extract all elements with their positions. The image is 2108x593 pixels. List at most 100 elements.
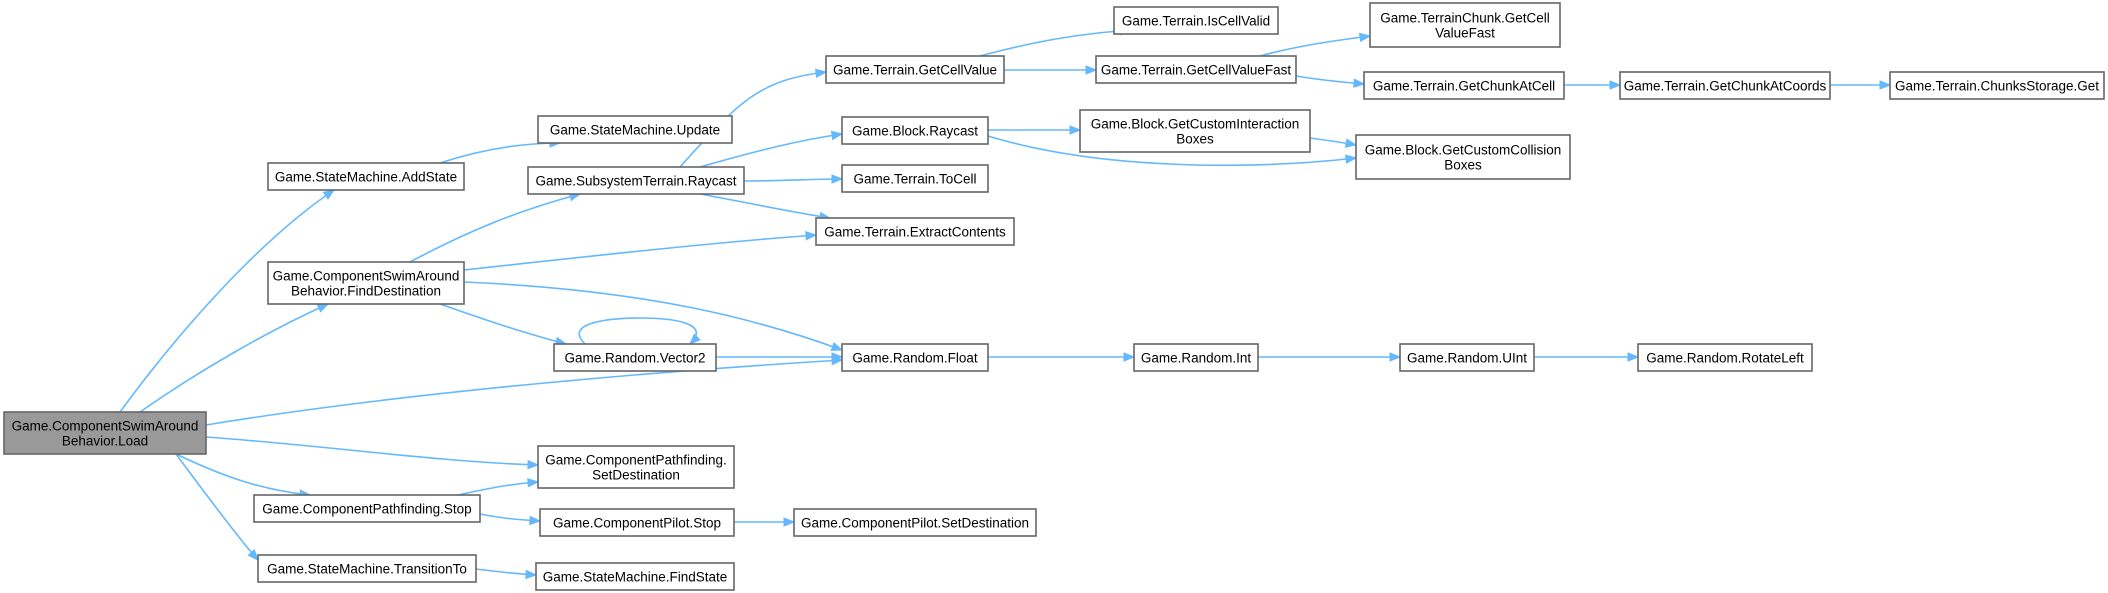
edge-line — [979, 29, 1131, 57]
edge-swim_finddest-to-t_extract — [463, 231, 818, 271]
node-t-getchunkatcell[interactable]: Game.Terrain.GetChunkAtCell — [1363, 71, 1565, 100]
node-t-tocell[interactable]: Game.Terrain.ToCell — [841, 164, 989, 193]
edge-b_raycast-to-b_getcustominteraction — [988, 125, 1082, 135]
node-label: Game.StateMachine.TransitionTo — [267, 562, 467, 577]
edge-line — [175, 453, 259, 561]
edge-swim_finddest-to-rnd_vector2 — [439, 303, 568, 346]
edge-line — [119, 189, 335, 413]
node-sm-addstate[interactable]: Game.StateMachine.AddState — [267, 162, 465, 191]
node-box — [553, 343, 717, 372]
node-st-raycast[interactable]: Game.SubsystemTerrain.Raycast — [527, 166, 745, 195]
node-label: Game.Random.UInt — [1407, 351, 1527, 366]
node-label: Game.StateMachine.FindState — [543, 570, 728, 585]
edge-line — [439, 142, 561, 164]
node-rnd-int[interactable]: Game.Random.Int — [1133, 343, 1259, 372]
arrowhead-icon — [814, 68, 828, 78]
node-label: Boxes — [1176, 132, 1214, 147]
node-label: Behavior.Load — [62, 434, 148, 449]
edge-swim_load-to-sm_addstate — [119, 189, 336, 413]
node-box — [535, 562, 735, 591]
edge-swim_load-to-rnd_float — [205, 355, 844, 426]
edge-line — [175, 453, 311, 496]
edge-st_raycast-to-t_extract — [699, 193, 832, 222]
arrowhead-icon — [689, 333, 701, 345]
node-box — [267, 261, 465, 305]
node-box — [841, 116, 989, 145]
node-box — [539, 508, 735, 537]
node-label: Game.Terrain.ChunksStorage.Get — [1895, 79, 2099, 94]
edge-swim_load-to-pf_stop — [175, 453, 312, 499]
node-label: ValueFast — [1435, 26, 1495, 41]
node-b-raycast[interactable]: Game.Block.Raycast — [841, 116, 989, 145]
node-box — [825, 55, 1005, 84]
node-label: Game.StateMachine.AddState — [275, 170, 457, 185]
node-pilot-setdest[interactable]: Game.ComponentPilot.SetDestination — [793, 508, 1037, 537]
edge-t_getcellvalue-to-t_iscellvalid — [979, 26, 1132, 57]
node-box — [815, 217, 1015, 246]
node-t-chunksstorage-get[interactable]: Game.Terrain.ChunksStorage.Get — [1889, 71, 2105, 100]
node-pf-stop[interactable]: Game.ComponentPathfinding.Stop — [253, 494, 481, 523]
node-sm-transitionto[interactable]: Game.StateMachine.TransitionTo — [257, 554, 477, 583]
node-label: Game.Terrain.ExtractContents — [824, 225, 1006, 240]
node-t-getcellvaluefast[interactable]: Game.Terrain.GetCellValueFast — [1095, 55, 1297, 84]
node-box — [537, 445, 735, 489]
node-label: Game.Random.RotateLeft — [1646, 351, 1804, 366]
edge-rnd_vector2-to-rnd_vector2 — [578, 317, 701, 345]
node-box — [1369, 2, 1561, 48]
edge-rnd_int-to-rnd_uint — [1258, 352, 1402, 362]
node-label: Game.Terrain.GetCellValue — [833, 63, 997, 78]
node-label: SetDestination — [592, 468, 680, 483]
edge-line — [987, 135, 1357, 167]
edge-line — [205, 436, 539, 466]
node-box — [253, 494, 481, 523]
arrowhead-icon — [1358, 32, 1372, 43]
node-rnd-rotateleft[interactable]: Game.Random.RotateLeft — [1637, 343, 1813, 372]
node-label: Game.Random.Int — [1141, 351, 1252, 366]
node-label: Game.Block.Raycast — [852, 124, 978, 139]
node-t-extract[interactable]: Game.Terrain.ExtractContents — [815, 217, 1015, 246]
node-pilot-stop[interactable]: Game.ComponentPilot.Stop — [539, 508, 735, 537]
arrowhead-icon — [830, 341, 844, 351]
node-label: Game.ComponentSwimAround — [12, 419, 199, 434]
node-label: Game.ComponentPathfinding. — [545, 453, 727, 468]
node-t-iscellvalid[interactable]: Game.Terrain.IsCellValid — [1113, 6, 1279, 35]
edge-line — [699, 193, 831, 219]
edge-line — [679, 71, 827, 168]
node-label: Game.ComponentPilot.SetDestination — [801, 516, 1029, 531]
edge-line — [699, 133, 843, 168]
node-rnd-float[interactable]: Game.Random.Float — [841, 343, 989, 372]
edge-t_getchunkatcoords-to-t_chunksstorage_get — [1830, 80, 1892, 90]
edge-swim_finddest-to-rnd_float — [463, 281, 844, 351]
node-label: Game.Terrain.GetCellValueFast — [1101, 63, 1292, 78]
edge-pilot_stop-to-pilot_setdest — [734, 517, 796, 527]
node-tc-getcellvaluefast[interactable]: Game.TerrainChunk.GetCellValueFast — [1369, 2, 1561, 48]
node-label: Game.Random.Float — [852, 351, 978, 366]
edge-t_getcellvaluefast-to-t_getchunkatcell — [1295, 75, 1366, 88]
arrowhead-icon — [1627, 352, 1640, 362]
edge-line — [409, 193, 581, 263]
node-rnd-uint[interactable]: Game.Random.UInt — [1399, 343, 1535, 372]
node-pf-setdest[interactable]: Game.ComponentPathfinding.SetDestination — [537, 445, 735, 489]
node-t-getcellvalue[interactable]: Game.Terrain.GetCellValue — [825, 55, 1005, 84]
node-box — [527, 166, 745, 195]
node-sm-findstate[interactable]: Game.StateMachine.FindState — [535, 562, 735, 591]
node-rnd-vector2[interactable]: Game.Random.Vector2 — [553, 343, 717, 372]
node-label: Game.Random.Vector2 — [564, 351, 705, 366]
arrowhead-icon — [316, 303, 330, 313]
node-sm-update[interactable]: Game.StateMachine.Update — [537, 115, 733, 144]
edge-swim_load-to-swim_finddest — [139, 303, 330, 413]
node-t-getchunkatcoords[interactable]: Game.Terrain.GetChunkAtCoords — [1619, 71, 1831, 100]
arrowhead-icon — [525, 569, 538, 580]
edge-swim_load-to-pf_setdest — [205, 436, 540, 470]
node-swim-finddest[interactable]: Game.ComponentSwimAroundBehavior.FindDes… — [267, 261, 465, 305]
node-label: Behavior.FindDestination — [291, 284, 441, 299]
node-box — [267, 162, 465, 191]
edge-line — [205, 359, 843, 426]
edge-swim_finddest-to-st_raycast — [409, 192, 582, 263]
node-box — [1637, 343, 1813, 372]
arrowhead-icon — [830, 130, 844, 141]
edge-t_getchunkatcell-to-t_getchunkatcoords — [1564, 80, 1622, 90]
